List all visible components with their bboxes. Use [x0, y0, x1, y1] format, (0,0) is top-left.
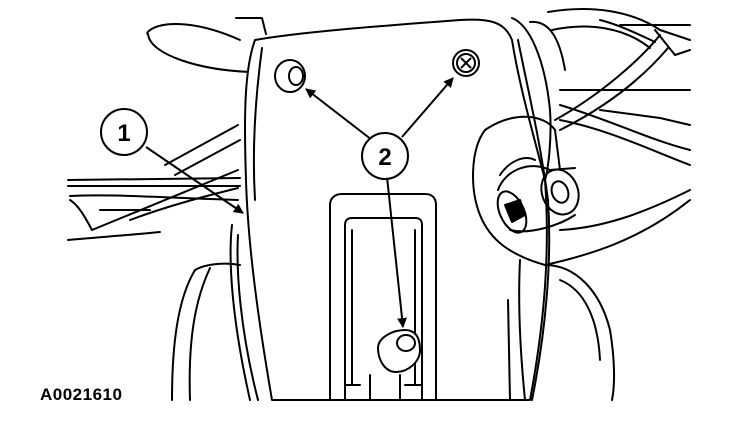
console-storage-opening: [329, 193, 437, 401]
left-dashboard-lines: [67, 124, 241, 241]
upper-right-screw: [452, 49, 480, 77]
left-seat-outline: [171, 224, 259, 401]
figure-id-label: A0021610: [40, 385, 123, 404]
leader-line-1: [145, 146, 244, 214]
leader-line-2a: [305, 88, 373, 141]
right-actuator-body: [472, 115, 691, 266]
leader-line-2b: [401, 77, 454, 138]
upper-left-trim: [146, 17, 267, 73]
callout-1: 1: [100, 108, 148, 156]
lower-fastener: [376, 328, 422, 374]
console-panel-edge: [252, 47, 263, 201]
callout-leaders: [145, 77, 454, 328]
callout-circle: [100, 108, 148, 156]
right-upper-structure: [547, 8, 691, 166]
callout-number-1: 1: [117, 120, 130, 147]
leader-line-2c: [386, 176, 408, 328]
callout-number-2: 2: [378, 144, 391, 171]
right-trim-piece: [511, 17, 566, 181]
right-seat-outline: [507, 259, 616, 401]
callout-2: 2: [361, 132, 409, 180]
console-panel-right-edge: [517, 39, 551, 401]
right-actuator-cylinder: [496, 165, 580, 234]
callout-circle: [361, 132, 409, 180]
upper-left-fastener: [274, 59, 306, 93]
console-panel: [244, 18, 548, 401]
